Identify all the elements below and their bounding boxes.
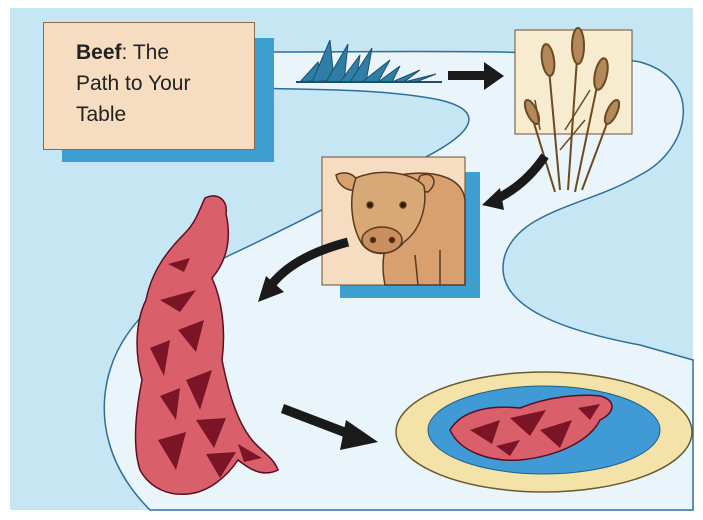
steak-on-plate-icon (396, 372, 692, 492)
title-line-1: Beef: The (76, 37, 244, 68)
title-line-3: Table (76, 99, 244, 130)
title-bold-word: Beef (76, 41, 122, 64)
title-box: Beef: The Path to Your Table (43, 22, 255, 150)
title-line-2: Path to Your (76, 68, 244, 99)
title-line-1-rest: : The (122, 41, 169, 64)
